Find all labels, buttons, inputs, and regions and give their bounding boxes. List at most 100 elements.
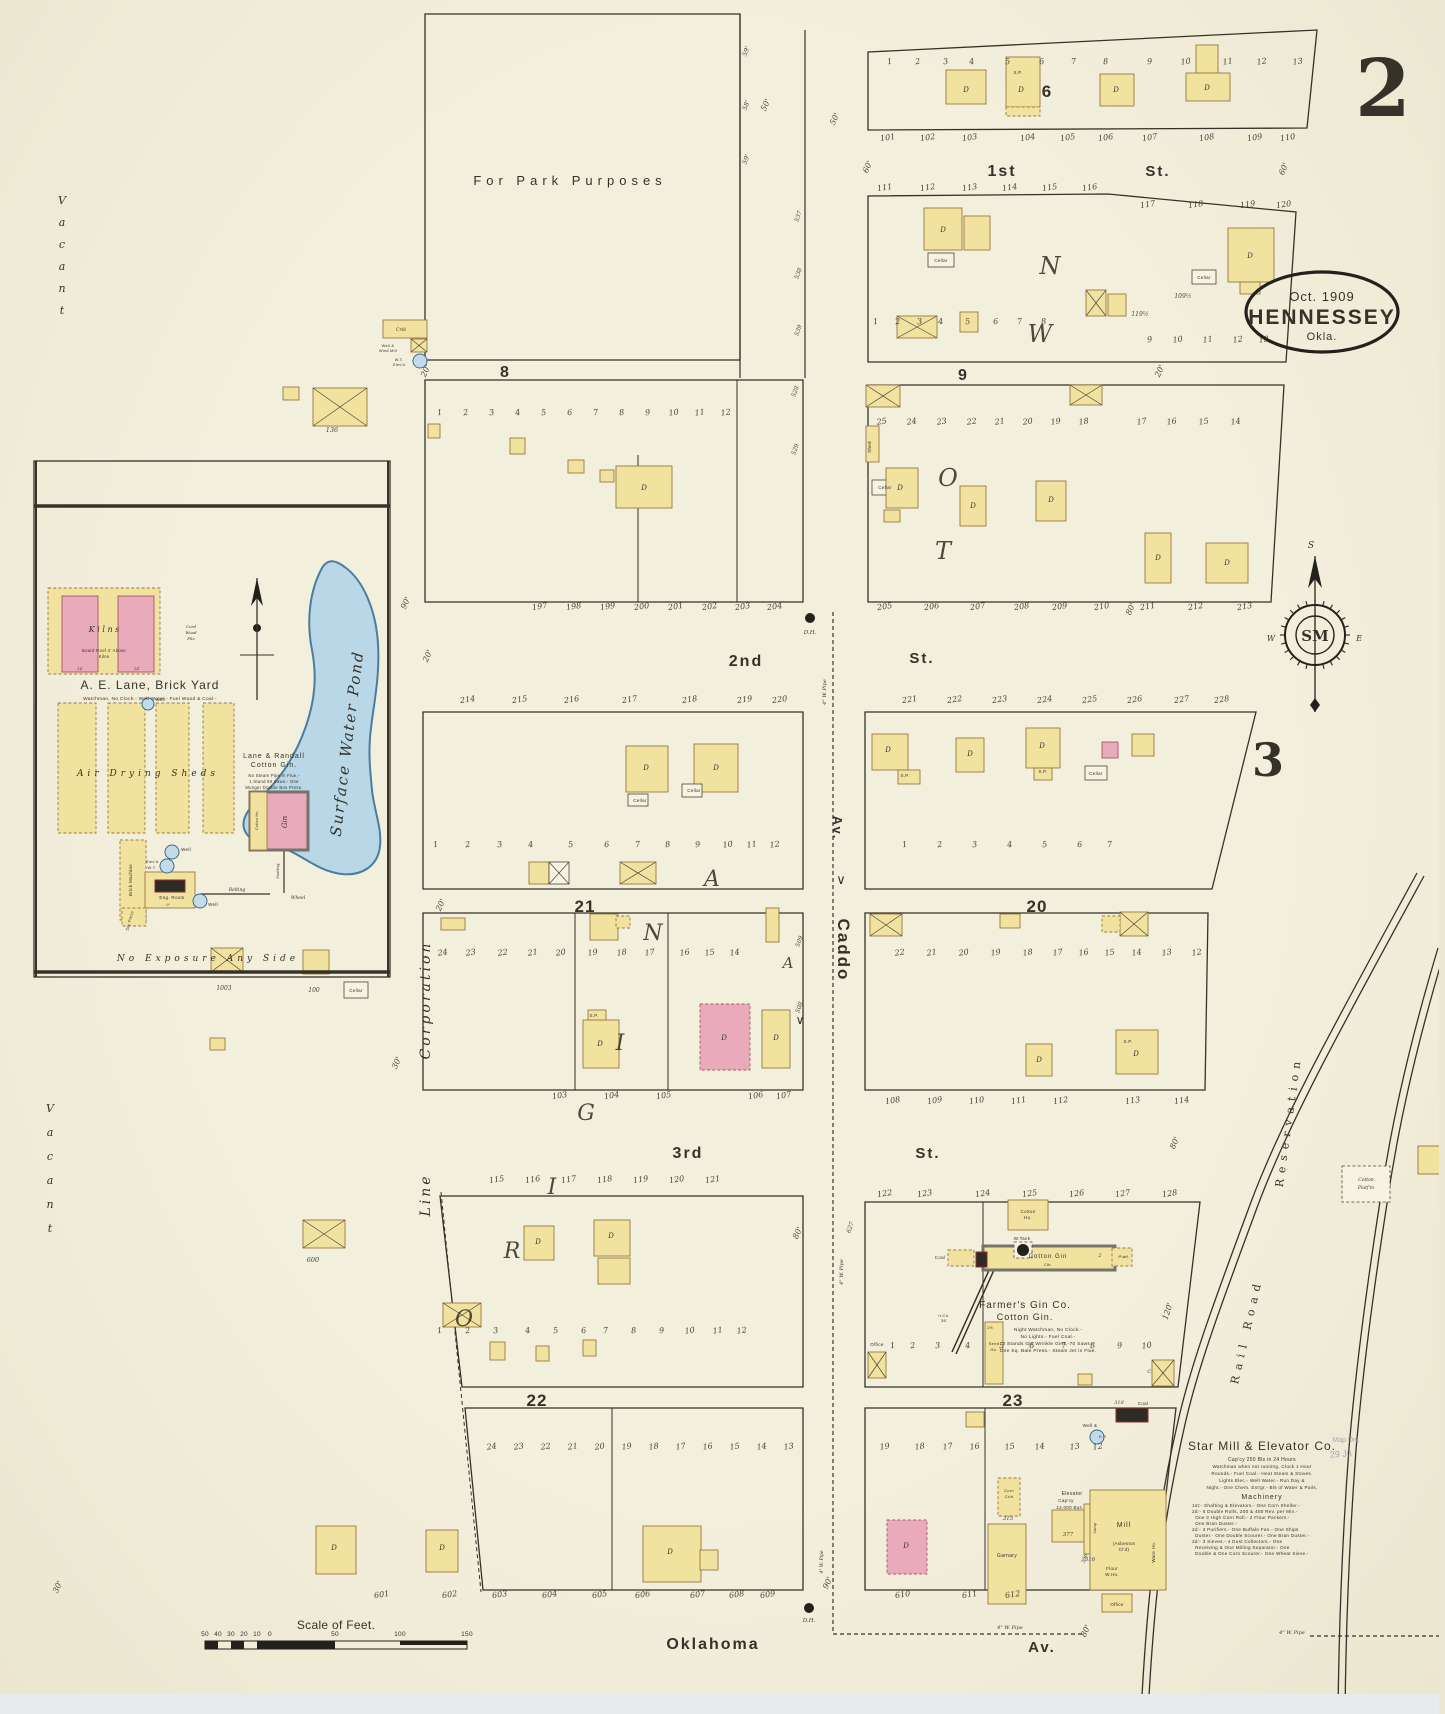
building [984,1321,1004,1385]
lot-number: 224 [1035,694,1052,705]
map-label: 1st:- Shafting & Elevators.- One Corn Sh… [1192,1503,1300,1508]
map-label: R [503,1239,521,1264]
map-label: A [702,867,720,892]
map-label: Mill [1117,1522,1132,1529]
map-label: 600 [307,1256,319,1264]
lot-number: 8 [1103,57,1109,67]
railroad-layer [1140,600,1445,1714]
lot-number: 115 [1041,182,1057,193]
map-label: D [1112,86,1119,94]
buildings-layer [47,44,1445,1613]
map-label: Cotton Gin. [997,1312,1054,1322]
map-label: D [1203,84,1210,92]
lot-number: 228 [1212,694,1229,705]
building [999,913,1021,929]
lot-number: 19 [621,1441,632,1451]
building [1195,44,1219,74]
map-label: V [46,1102,55,1115]
building [927,252,955,268]
map-label: 29 Ju [1329,1448,1352,1460]
map-label: W.Tank [1014,1236,1031,1241]
lot-number: 109 [926,1095,942,1106]
building [965,1411,985,1428]
lot-number: 216 [562,694,579,705]
scale-tick-label: 50 [201,1631,209,1638]
map-label: 508 [794,1001,805,1014]
map-label: 4" W. Pipe [822,679,828,706]
map-label: 2 [1355,41,1411,135]
lot-number: 3 [489,408,495,418]
map-label: 30' [390,1055,403,1070]
building-roof-cross [442,1302,482,1328]
map-label: 3d:- 3 Sieves.- 4 Dust Collectors.- One [1192,1539,1282,1544]
lot-number: 108 [884,1095,900,1106]
lot-number: 24 [485,1441,497,1451]
lot-number: 601 [373,1589,389,1600]
map-label: n [58,282,65,295]
compass-rose: SM [1284,556,1346,712]
building [681,783,703,798]
building [425,1529,459,1573]
map-line [951,1267,991,1353]
lot-number: 10 [684,1325,695,1335]
map-label: 50' [759,97,772,112]
lot-number: 22 [496,947,508,957]
lot-number: 23 [935,416,947,426]
lot-number: 127 [1114,1188,1131,1199]
scale-tick-label: 100 [394,1631,406,1638]
map-label: ∨ [796,1013,805,1027]
lot-number: 9 [659,1326,665,1336]
building [1084,765,1108,781]
lot-number: 19 [1050,416,1061,426]
map-label: D.H. [802,1618,816,1624]
railroad-track [1337,947,1439,1714]
building [975,1251,988,1268]
scanner-edge-bottom [0,1694,1445,1714]
building [615,465,673,509]
lot-number: 204 [765,601,782,612]
building [119,839,147,921]
map-label: Elev'd [146,859,159,864]
building [963,215,991,251]
map-label: t [48,1222,53,1235]
block-outline [422,711,804,890]
lot-number: 18 [914,1441,925,1451]
lot-number: 6 [993,317,999,327]
lot-number: 198 [565,601,581,612]
lot-number: 6 [567,408,573,418]
scale-tick-label: 10 [253,1631,261,1638]
lot-number: 8 [1090,1341,1096,1351]
lot-number: 2 [894,317,901,327]
building [343,981,369,999]
map-label: 22 [527,1391,548,1410]
lot-number: 105 [655,1090,671,1101]
lot-number: 1 [902,840,908,850]
lot-number: 114 [1173,1095,1189,1106]
map-label: 2d:- 6 Double Rolls, 200 & 400 Rev. per … [1192,1509,1298,1514]
lot-number: 5 [541,408,547,418]
map-label: 4" W. Pipe [819,1550,825,1574]
map-label: 80' [1124,601,1137,616]
lot-number: 22 [893,947,905,957]
building [1185,72,1231,102]
lot-number: 212 [1186,601,1203,612]
lot-number: 103 [961,132,977,143]
map-label: Gin [281,815,289,828]
lot-number: 106 [1097,132,1113,143]
lot-number: 1 [437,1326,443,1336]
lot-number: 223 [990,694,1007,705]
map-label: 36' [941,1318,947,1323]
building [955,737,985,773]
lot-number: 4 [514,408,521,418]
building [528,861,550,885]
lot-number: 8 [619,408,625,418]
lot-number: 18 [616,947,627,957]
building [1099,73,1135,107]
building [1033,767,1053,781]
lot-number: 12 [736,1325,747,1335]
lot-number: 18 [648,1441,659,1451]
map-label: St. [909,650,934,667]
map-label: Reservation [1273,1055,1304,1188]
lot-number: 16 [1078,947,1089,957]
map-label: D [712,764,719,772]
